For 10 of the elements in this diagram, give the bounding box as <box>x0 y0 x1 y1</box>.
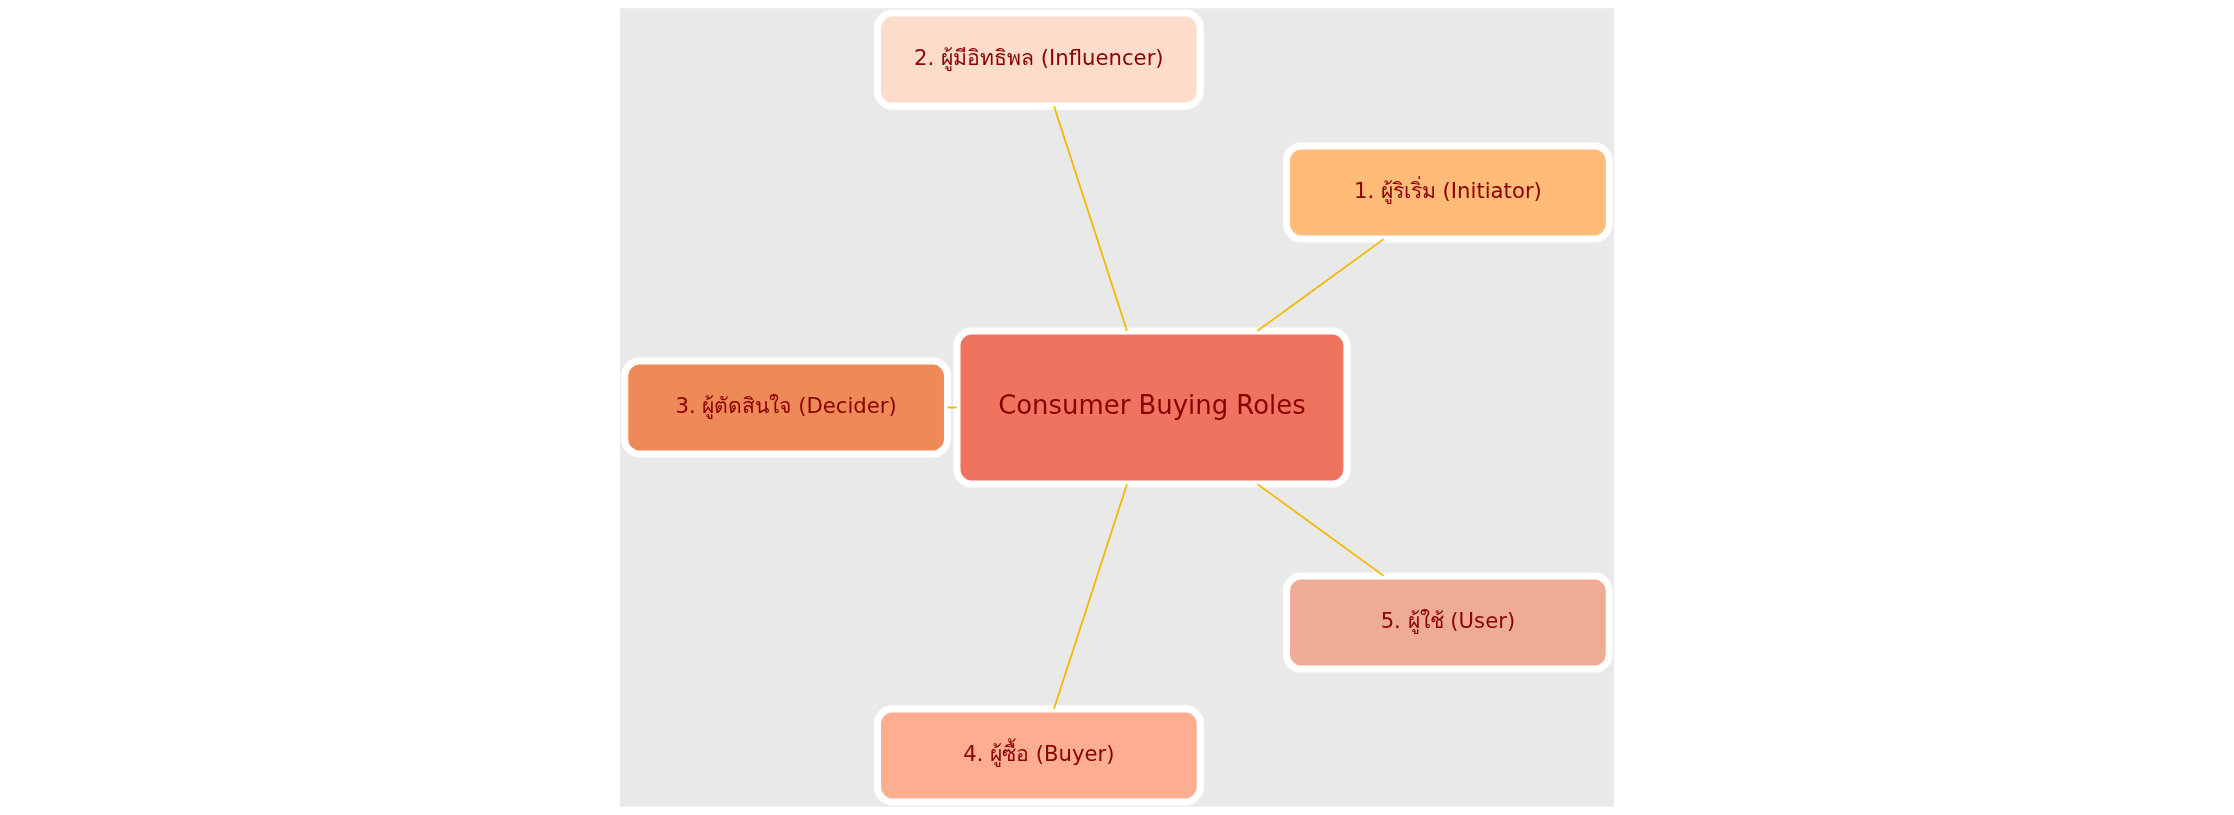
node-box: 3. ผู้ตัดสินใจ (Decider) <box>621 357 952 458</box>
connector <box>1053 483 1128 710</box>
node-box: 1. ผู้ริเริ่ม (Initiator) <box>1282 142 1613 243</box>
connector <box>1256 483 1385 577</box>
connector <box>1053 105 1128 332</box>
node-box: 4. ผู้ซื้อ (Buyer) <box>873 705 1204 806</box>
node-box: 5. ผู้ใช้ (User) <box>1282 572 1613 673</box>
connector <box>1256 238 1385 332</box>
node-box: 2. ผู้มีอิทธิพล (Influencer) <box>873 9 1204 110</box>
node-box: Consumer Buying Roles <box>953 327 1351 488</box>
